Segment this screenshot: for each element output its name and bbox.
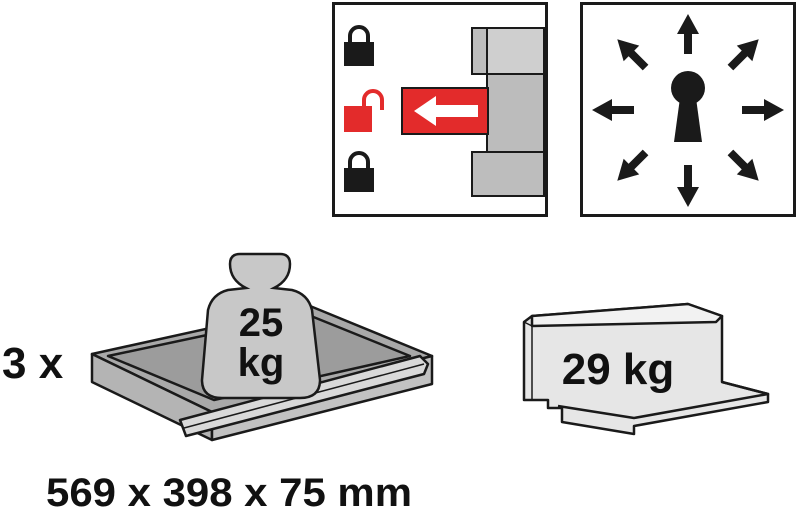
drawer-illustration: 25 kg [80, 250, 440, 460]
cabinet-illustration: 29 kg [518, 296, 774, 438]
lock-closed-icon [344, 151, 374, 192]
svg-text:569 x 398 x 75 mm: 569 x 398 x 75 mm [46, 471, 412, 513]
locking-bar [471, 27, 545, 197]
arrow-out-icon [592, 14, 784, 207]
drawer-count-label: 3 x [0, 330, 90, 390]
arrow-left-icon [401, 87, 489, 135]
cabinet-weight: 29 kg [562, 345, 675, 394]
weight-unit: kg [238, 341, 285, 385]
weight-value: 25 [239, 301, 284, 345]
cabinet-icon [522, 302, 770, 436]
lock-closed-icon [344, 25, 374, 66]
key-lock-panel [580, 2, 796, 217]
keyhole-icon [671, 71, 705, 142]
dimensions-label: 569 x 398 x 75 mm [44, 468, 424, 513]
central-locking-panel [332, 2, 548, 217]
weight-icon [200, 252, 322, 400]
lock-open-icon [344, 89, 384, 132]
svg-text:3 x: 3 x [2, 339, 64, 388]
